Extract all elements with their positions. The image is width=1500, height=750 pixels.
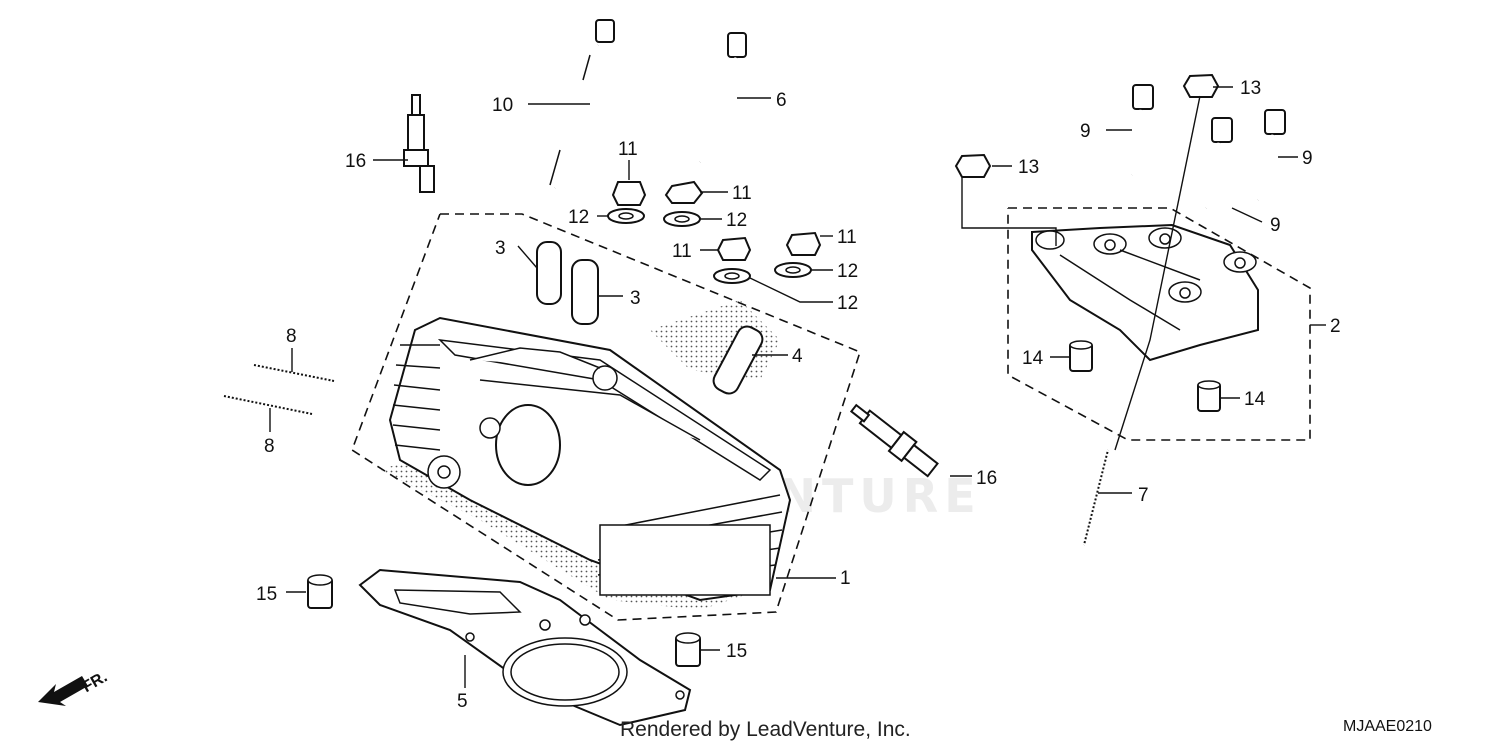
dowel-pin-14b bbox=[1197, 380, 1221, 412]
callout-11d: 11 bbox=[837, 227, 857, 248]
washer-12b bbox=[663, 211, 701, 227]
nut-13b bbox=[954, 153, 992, 178]
callout-3b: 3 bbox=[630, 288, 641, 309]
cooling-fins-left bbox=[392, 344, 441, 451]
stud-bolt-8-upper bbox=[253, 363, 335, 383]
nut-13a bbox=[1182, 73, 1220, 98]
washer-12c bbox=[713, 268, 751, 284]
callout-8a: 8 bbox=[286, 326, 297, 347]
callout-13a: 13 bbox=[1240, 78, 1261, 99]
callout-10: 10 bbox=[492, 95, 513, 116]
flange-bolt-9a bbox=[1129, 84, 1154, 176]
callout-7: 7 bbox=[1138, 485, 1149, 506]
valve-guide-3b bbox=[571, 259, 599, 325]
cylinder-head bbox=[380, 300, 792, 610]
diagram-code: MJAAE0210 bbox=[1343, 718, 1432, 735]
callout-5: 5 bbox=[457, 691, 468, 712]
washer-12d bbox=[774, 262, 812, 278]
cooling-fins-right bbox=[597, 494, 783, 596]
nut-11a bbox=[611, 181, 647, 206]
callout-6: 6 bbox=[776, 90, 787, 111]
render-credit: Rendered by LeadVenture, Inc. bbox=[620, 718, 911, 741]
dowel-pin-right bbox=[675, 632, 701, 667]
direction-label: FR. bbox=[80, 669, 111, 697]
callout-15b: 15 bbox=[726, 641, 747, 662]
callout-2: 2 bbox=[1330, 316, 1341, 337]
rocker-arm-holder bbox=[1031, 223, 1259, 362]
washer-12a bbox=[607, 208, 645, 224]
head-gasket bbox=[358, 568, 692, 727]
callout-12c: 12 bbox=[837, 261, 858, 282]
stud-bolt-7 bbox=[1082, 449, 1110, 546]
callout-4: 4 bbox=[792, 346, 803, 367]
nut-11c bbox=[716, 236, 752, 261]
spark-plug-upper bbox=[403, 94, 435, 193]
leader-lines bbox=[269, 86, 1326, 688]
callout-8b: 8 bbox=[264, 436, 275, 457]
callout-16a: 16 bbox=[345, 151, 366, 172]
callout-13b: 13 bbox=[1018, 157, 1039, 178]
callout-12d: 12 bbox=[837, 293, 858, 314]
callout-1: 1 bbox=[840, 568, 851, 589]
nut-11d bbox=[785, 231, 822, 256]
callout-9c: 9 bbox=[1270, 215, 1281, 236]
flange-bolt-6 bbox=[697, 32, 747, 163]
callouts: 1 2 3 3 4 5 6 7 8 8 9 9 9 10 11 11 11 11… bbox=[256, 78, 1341, 712]
head-group-outline bbox=[351, 213, 861, 621]
spark-plug-lower bbox=[849, 403, 939, 478]
callout-3a: 3 bbox=[495, 238, 506, 259]
callout-11a: 11 bbox=[618, 139, 638, 160]
flange-bolt-9b bbox=[1203, 117, 1233, 209]
callout-9a: 9 bbox=[1080, 121, 1091, 142]
callout-16b: 16 bbox=[976, 468, 997, 489]
callout-11c: 11 bbox=[672, 241, 692, 262]
valve-guide-3a bbox=[536, 241, 562, 305]
callout-14b: 14 bbox=[1244, 389, 1266, 410]
valve-guide-4 bbox=[712, 325, 764, 395]
callout-12a: 12 bbox=[568, 207, 589, 228]
flange-bolt-10 bbox=[549, 19, 615, 189]
callout-15a: 15 bbox=[256, 584, 277, 605]
stud-bolt-8-lower bbox=[223, 394, 313, 416]
callout-14a: 14 bbox=[1022, 348, 1044, 369]
callout-9b: 9 bbox=[1302, 148, 1313, 169]
nut-11b bbox=[664, 180, 704, 204]
callout-12b: 12 bbox=[726, 210, 747, 231]
dowel-pin-14a bbox=[1069, 340, 1093, 372]
callout-11b: 11 bbox=[732, 183, 752, 204]
flange-bolt-9c bbox=[1255, 109, 1286, 201]
dowel-pin-left bbox=[307, 574, 333, 609]
front-direction-arrow-icon: FR. bbox=[38, 669, 110, 706]
